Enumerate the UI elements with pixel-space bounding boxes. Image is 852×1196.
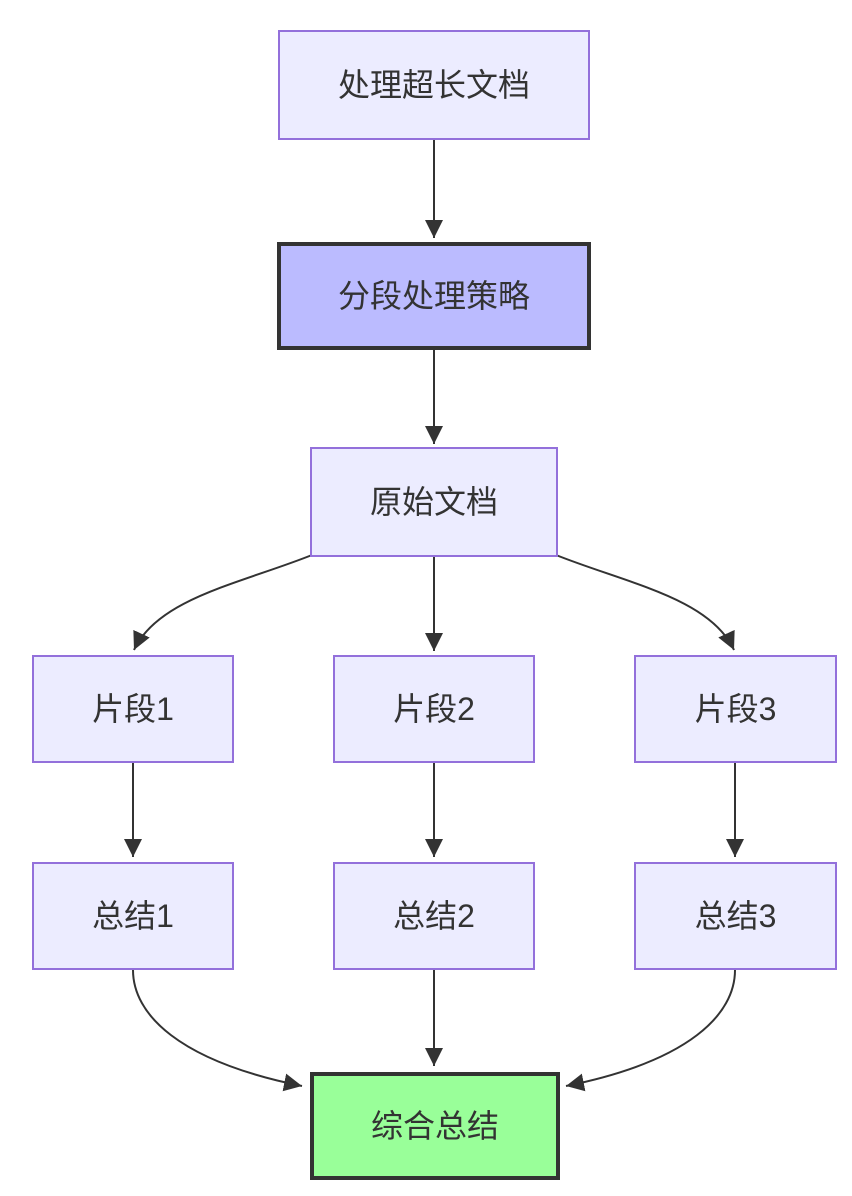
node-label: 片段3 — [694, 690, 777, 727]
node-label: 处理超长文档 — [337, 66, 530, 103]
edge-sum1-final — [132, 969, 303, 1092]
node-label: 分段处理策略 — [337, 277, 530, 314]
edge-original-seg3 — [555, 554, 735, 651]
edge-sum3-final — [565, 969, 736, 1092]
node-label: 原始文档 — [369, 483, 498, 520]
node-label: 总结3 — [694, 897, 777, 934]
node-original-document: 原始文档 — [310, 447, 558, 557]
node-label: 综合总结 — [370, 1107, 499, 1144]
node-summary-3: 总结3 — [634, 862, 837, 970]
node-summary-2: 总结2 — [333, 862, 535, 970]
node-label: 片段1 — [92, 690, 174, 727]
node-label: 总结2 — [393, 897, 475, 934]
node-label: 总结1 — [92, 897, 174, 934]
node-label: 片段2 — [393, 690, 475, 727]
node-process-long-document: 处理超长文档 — [278, 30, 590, 140]
edge-original-seg1 — [133, 554, 313, 651]
node-summary-1: 总结1 — [32, 862, 234, 970]
node-fragment-2: 片段2 — [333, 655, 535, 763]
node-segmentation-strategy: 分段处理策略 — [277, 242, 591, 350]
node-comprehensive-summary: 综合总结 — [310, 1072, 560, 1180]
node-fragment-3: 片段3 — [634, 655, 837, 763]
node-fragment-1: 片段1 — [32, 655, 234, 763]
